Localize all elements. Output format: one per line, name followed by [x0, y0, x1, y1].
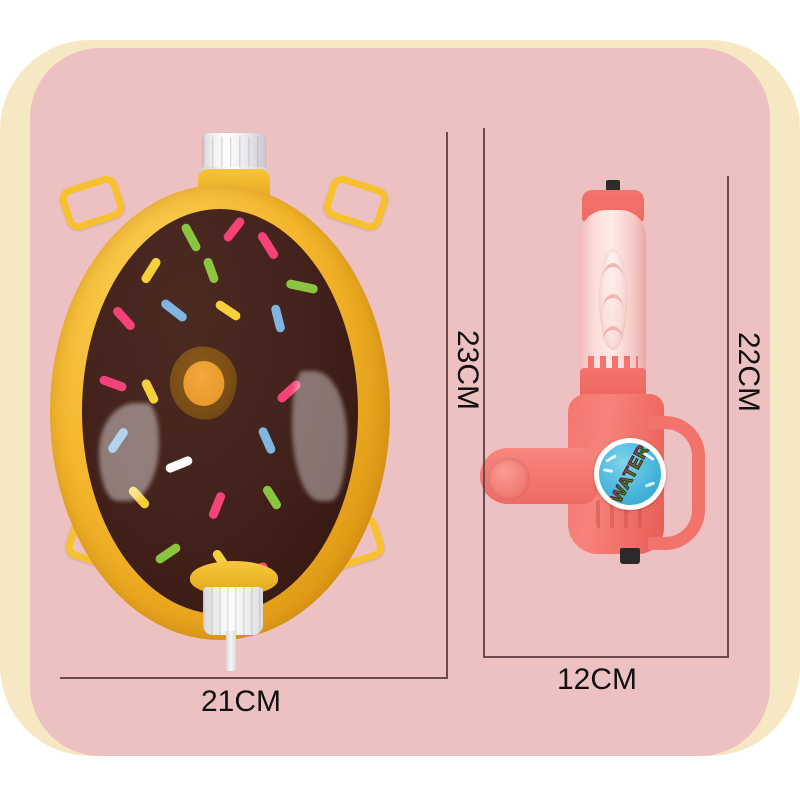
gun-height-line [727, 176, 729, 658]
gun-barrel [580, 210, 646, 385]
donut-water-tube [226, 631, 236, 671]
splash-detail [602, 468, 614, 473]
gun-pump-knob [488, 458, 530, 500]
gun-sticker-inner: WATER [599, 443, 661, 505]
sprinkle [221, 215, 247, 244]
donut-center-hole [170, 346, 237, 420]
valve-ribs [203, 587, 263, 635]
donut-outer-ring [50, 185, 390, 640]
sprinkle [270, 304, 286, 334]
backpack-width-label: 21CM [201, 685, 282, 718]
sprinkle [257, 425, 277, 455]
sprinkle [164, 455, 194, 475]
donut-bottom-valve [203, 587, 263, 635]
backpack-height-label: 23CM [451, 330, 484, 411]
sprinkle [208, 490, 227, 520]
sprinkle [159, 297, 189, 324]
splash-detail [605, 454, 617, 463]
donut-chocolate-frosting [82, 209, 358, 614]
chevron-icon [602, 262, 624, 281]
frosting-highlight-left [98, 403, 160, 501]
sprinkle [285, 278, 319, 295]
sprinkle [110, 305, 137, 333]
water-gun: WATER [480, 180, 730, 640]
sprinkle [214, 299, 243, 323]
backpack-height-line [446, 132, 448, 678]
frosting-highlight-right [291, 371, 347, 501]
sprinkle [202, 256, 220, 284]
gun-water-sticker: WATER [594, 438, 666, 510]
chevron-icon [602, 325, 624, 344]
sprinkle [153, 542, 182, 566]
donut-center-hole-inner [182, 360, 224, 406]
sprinkle [179, 222, 202, 254]
donut-water-backpack [40, 125, 400, 671]
backpack-width-line [60, 677, 448, 679]
sprinkle [139, 255, 163, 285]
splash-detail [644, 481, 656, 488]
gun-height-label: 22CM [732, 332, 765, 413]
sprinkle [256, 230, 280, 261]
gun-bottom-nozzle-icon [620, 548, 640, 564]
gun-width-line [483, 656, 729, 658]
gun-width-label: 12CM [557, 663, 638, 696]
gun-muzzle-tip-icon [606, 180, 620, 192]
donut-strap-loop-top-right [320, 172, 392, 234]
gun-sticker-label: WATER [606, 443, 653, 505]
sprinkle [97, 374, 128, 393]
sprinkle [140, 378, 160, 406]
sprinkle [260, 483, 283, 511]
gun-left-bound-line [483, 128, 485, 656]
cap-ribs [203, 137, 265, 169]
donut-strap-loop-top-left [56, 172, 128, 234]
chevron-icon [602, 294, 624, 312]
